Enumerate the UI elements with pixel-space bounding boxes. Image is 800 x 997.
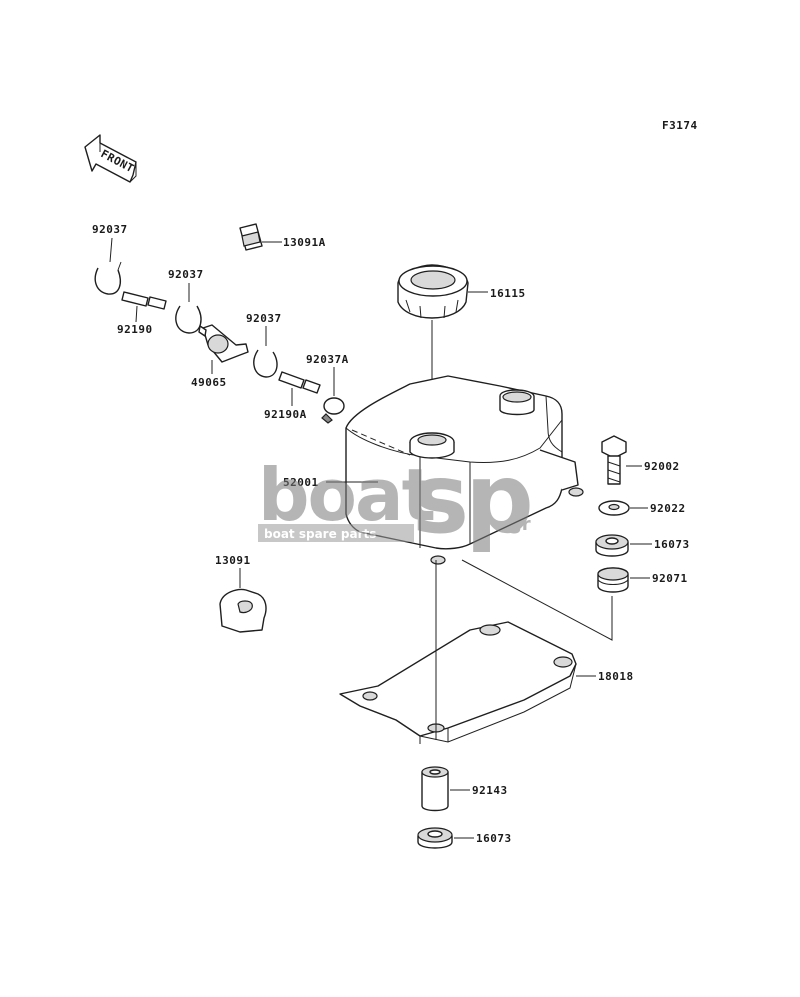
fuel-cap-16115 xyxy=(397,264,469,319)
callout-18018: 18018 xyxy=(598,670,634,683)
grommet-16073-b xyxy=(417,827,453,849)
watermark-word-b: sp xyxy=(412,443,530,555)
callout-92190: 92190 xyxy=(117,323,153,336)
callout-92022: 92022 xyxy=(650,502,686,515)
washer-92022 xyxy=(598,500,630,516)
callout-92037-b: 92037 xyxy=(168,268,204,281)
callout-16073-a: 16073 xyxy=(654,538,690,551)
callout-92037-a: 92037 xyxy=(92,223,128,236)
callout-13091: 13091 xyxy=(215,554,251,567)
clip-92037-b xyxy=(175,305,202,334)
figure-code: F3174 xyxy=(662,119,698,132)
watermark-word-a: boat xyxy=(258,453,435,537)
callout-92190A: 92190A xyxy=(264,408,307,421)
callout-92071: 92071 xyxy=(652,572,688,585)
grommet-16073-a xyxy=(595,534,629,557)
clip-92037-a xyxy=(94,261,122,295)
callout-13091A: 13091A xyxy=(283,236,326,249)
clip-13091A xyxy=(239,223,263,251)
clip-92037-c xyxy=(253,349,278,378)
clamp-92037A xyxy=(321,397,345,424)
watermark-tagline: boat spare parts xyxy=(264,527,376,541)
rubber-13091 xyxy=(219,588,267,633)
callout-92143: 92143 xyxy=(472,784,508,797)
front-arrow-icon: FRONT xyxy=(84,134,137,183)
tray-18018 xyxy=(339,621,577,744)
collar-92143 xyxy=(421,766,449,812)
watermark-tagline-bar xyxy=(258,524,414,542)
callout-16073-b: 16073 xyxy=(476,832,512,845)
fuel-joint-49065 xyxy=(198,324,249,363)
fuel-tank-52001 xyxy=(345,375,584,565)
pin-92190A xyxy=(278,371,321,394)
watermark-domain: .gr xyxy=(502,514,531,535)
callout-52001: 52001 xyxy=(283,476,319,489)
callout-49065: 49065 xyxy=(191,376,227,389)
pin-92190 xyxy=(121,291,167,310)
callout-16115: 16115 xyxy=(490,287,526,300)
callout-92002: 92002 xyxy=(644,460,680,473)
callout-92037-c: 92037 xyxy=(246,312,282,325)
watermark: boat sp .gr boat spare parts xyxy=(258,443,534,555)
spacer-92071 xyxy=(597,567,629,593)
bolt-92002 xyxy=(601,435,627,485)
callout-92037A: 92037A xyxy=(306,353,349,366)
